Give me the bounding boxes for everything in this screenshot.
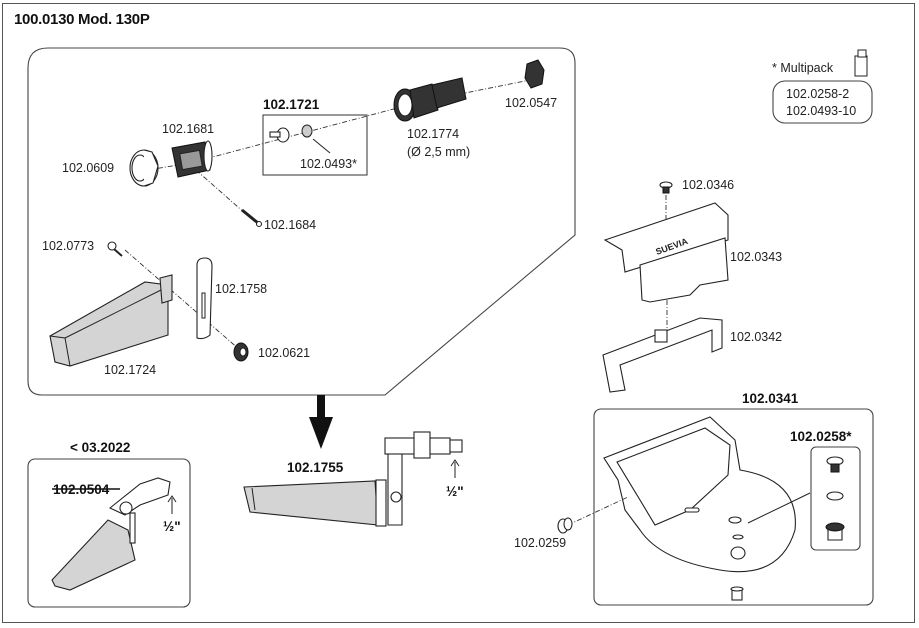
valve-group-box: [262, 114, 368, 176]
label-seal-insert: 102.0493*: [300, 157, 357, 171]
label-float-valve: 102.1755: [287, 460, 344, 475]
float-part: [49, 274, 173, 367]
down-arrow-icon: [309, 395, 333, 449]
label-nut-right: 102.0547: [505, 96, 557, 110]
multipack-item-1: 102.0258-2: [786, 87, 849, 101]
seal-pointer-arrow: [312, 138, 331, 154]
nut-right-part: [524, 59, 545, 89]
screw-part: [107, 241, 123, 257]
drain-kit-box: [810, 446, 861, 551]
page-frame: [2, 3, 915, 623]
cover-part: SUEVIA: [603, 202, 729, 303]
valve-body-part: [171, 140, 213, 178]
cap-nut-part: [233, 342, 249, 362]
arm-part: [196, 257, 213, 340]
cover-screw-part: [659, 181, 673, 194]
old-version-box: [27, 458, 191, 608]
label-nut-left: 102.0609: [62, 161, 114, 175]
label-valve-group: 102.1721: [263, 97, 320, 112]
page-title: 100.0130 Mod. 130P: [14, 11, 150, 28]
inlet-arrow-icon: [450, 459, 460, 478]
label-nozzle: 102.1774: [407, 127, 459, 141]
plug-axis-line: [567, 496, 629, 526]
label-bowl: 102.0341: [742, 391, 799, 406]
label-pin: 102.1684: [264, 218, 316, 232]
bottom-nut-part: [730, 586, 744, 601]
label-multipack: * Multipack: [772, 61, 834, 75]
nut-left-part: [129, 149, 159, 187]
label-valve-body: 102.1681: [162, 122, 214, 136]
pin-part: [241, 208, 263, 228]
float-valve-part: [243, 431, 463, 527]
bracket-part: [602, 317, 723, 393]
plug-part: [557, 517, 573, 534]
label-cover-screw: 102.0346: [682, 178, 734, 192]
label-float: 102.1724: [104, 363, 156, 377]
pin-axis-line: [195, 169, 256, 223]
label-nozzle-note: (Ø 2,5 mm): [407, 145, 470, 159]
label-old-version: < 03.2022: [70, 440, 130, 455]
label-plug: 102.0259: [514, 536, 566, 550]
label-arm: 102.1758: [215, 282, 267, 296]
label-thread-old: ½": [163, 519, 181, 534]
old-float-valve-part: [51, 477, 171, 591]
label-screw: 102.0773: [42, 239, 94, 253]
valve-assembly-panel: [27, 47, 576, 396]
label-cap-nut: 102.0621: [258, 346, 310, 360]
multipack-box: [772, 80, 873, 124]
nozzle-part: [393, 77, 467, 122]
package-icon: [854, 49, 868, 77]
old-inlet-arrow-icon: [167, 495, 177, 514]
label-thread-new: ½": [446, 484, 464, 499]
drain-kit-part: [825, 456, 845, 541]
label-drain-kit: 102.0258*: [790, 429, 852, 444]
bowl-part: [603, 416, 796, 573]
bowl-box: [593, 408, 874, 606]
label-cover: 102.0343: [730, 250, 782, 264]
valve-core-part: [269, 124, 313, 143]
label-bracket: 102.0342: [730, 330, 782, 344]
multipack-item-2: 102.0493-10: [786, 104, 856, 118]
drain-pointer-line: [747, 492, 811, 524]
